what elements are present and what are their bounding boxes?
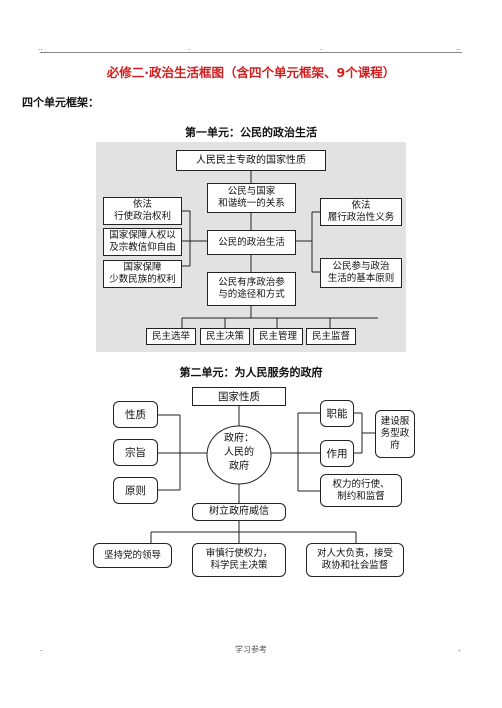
unit1-left-box-1: 依法 行使政治权利: [103, 197, 182, 225]
unit1-bottom-box-2: 民主决策: [200, 328, 250, 345]
unit1-center-box-2: 公民的政治生活: [207, 230, 296, 255]
header-rule: [40, 52, 462, 53]
unit2-right-box-effect: 作用: [320, 440, 354, 467]
unit1-left-box-2: 国家保障人权以 及宗教信仰自由: [103, 228, 182, 256]
footer-right-dot: .: [458, 644, 461, 653]
unit1-bottom-box-3: 民主管理: [253, 328, 303, 345]
section-subtitle: 四个单元框架：: [22, 96, 99, 109]
unit1-center-box-1: 公民与国家 和谐统一的关系: [207, 183, 296, 213]
footer-left-dot: .: [40, 644, 43, 653]
header-dot-3: .: [320, 44, 323, 52]
unit2-trust-box: 树立政府威信: [192, 503, 286, 521]
header-dot-2: .: [188, 44, 191, 52]
unit1-right-box-2: 公民参与政治 生活的基本原则: [320, 258, 402, 288]
unit2-right-box-function: 职能: [320, 400, 354, 427]
unit1-bottom-box-1: 民主选举: [146, 328, 196, 345]
unit1-bottom-box-4: 民主监督: [306, 328, 356, 345]
unit2-bottom-box-supervision: 对人大负责，接受 政协和社会监督: [306, 543, 404, 577]
unit1-right-box-1: 依法 履行政治性义务: [320, 198, 402, 226]
unit1-center-box-3: 公民有序政治参 与的途径和方式: [207, 272, 296, 306]
page-title: 必修二·政治生活框图（含四个单元框架、9个课程）: [106, 65, 396, 80]
unit2-left-box-nature: 性质: [113, 401, 158, 428]
unit2-service-government-box: 建设服 务型政 府: [375, 410, 415, 458]
unit2-bottom-box-party: 坚持党的领导: [93, 543, 172, 568]
footer-center-text: 学习参考: [235, 645, 267, 654]
unit1-left-box-3: 国家保障 少数民族的权利: [103, 260, 182, 288]
unit2-top-box: 国家性质: [192, 387, 286, 406]
unit2-bottom-box-power: 审慎行使权力， 科学民主决策: [192, 543, 286, 577]
unit1-top-box: 人民民主专政的国家性质: [176, 150, 326, 171]
unit2-left-box-purpose: 宗旨: [113, 439, 158, 466]
header-dot-4: ..: [456, 44, 461, 52]
unit1-heading: 第一单元：公民的政治生活: [185, 126, 317, 139]
unit2-heading: 第二单元：为人民服务的政府: [179, 366, 323, 379]
unit2-right-box-power: 权力的行使、 制约和监督: [320, 474, 402, 507]
unit2-left-box-principle: 原则: [113, 477, 158, 504]
unit2-center-circle: 政府： 人民的 政府: [224, 433, 254, 472]
header-dot-1: ..: [38, 44, 43, 52]
